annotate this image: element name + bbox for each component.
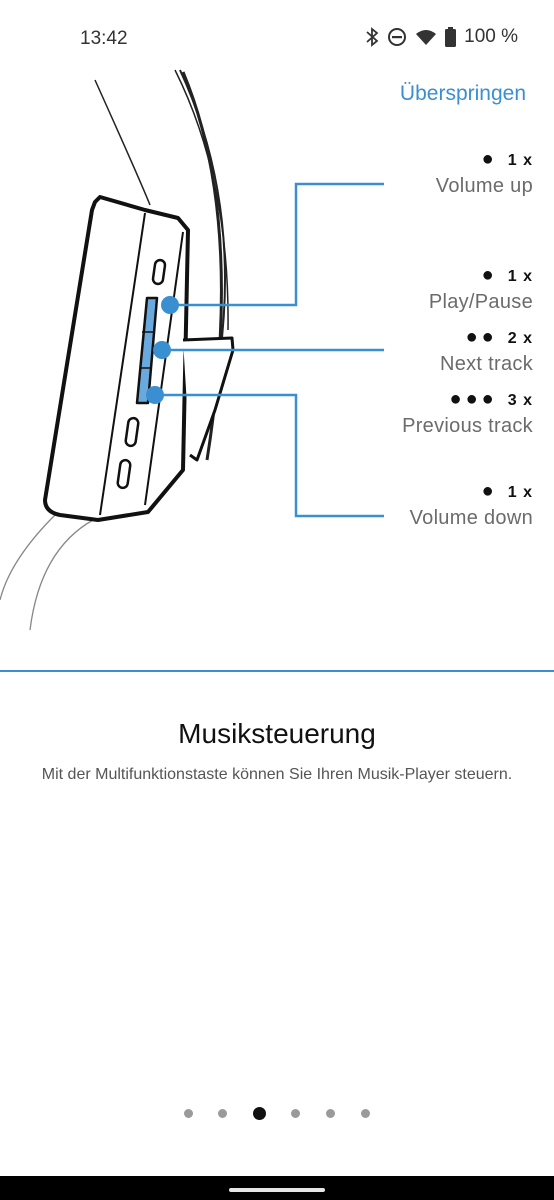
page-title: Musiksteuerung: [178, 718, 376, 749]
page-dot: [184, 1109, 193, 1118]
page-dot: [218, 1109, 227, 1118]
status-icons: 100 %: [365, 26, 518, 48]
battery-icon: [445, 27, 457, 47]
page-description: Mit der Multifunktionstaste können Sie I…: [41, 766, 513, 783]
status-bar: 13:42 100 %: [0, 0, 554, 80]
press-dots: ●: [481, 148, 498, 170]
press-dots: ●●: [465, 326, 498, 348]
control-volume-up: ● 1 x Volume up: [436, 148, 533, 198]
section-divider: [0, 670, 554, 672]
control-action-label: Previous track: [402, 415, 533, 437]
headphone-illustration: [0, 69, 384, 631]
page-indicator: [0, 1104, 554, 1124]
page-dot-active: [253, 1107, 266, 1120]
press-dots: ●: [481, 264, 498, 286]
page-dot: [291, 1109, 300, 1118]
press-count: 2 x: [507, 330, 533, 347]
control-action-label: Play/Pause: [428, 291, 533, 313]
wifi-icon: [415, 28, 437, 46]
control-action-label: Next track: [439, 353, 533, 375]
press-count: 1 x: [507, 268, 533, 285]
control-action-label: Volume down: [409, 507, 533, 529]
page-dot: [361, 1109, 370, 1118]
page-dot: [326, 1109, 335, 1118]
press-count: 3 x: [507, 392, 533, 409]
control-next-track: ●● 2 x Next track: [440, 326, 533, 376]
status-time: 13:42: [80, 28, 128, 49]
control-action-label: Volume up: [435, 175, 533, 197]
control-volume-down: ● 1 x Volume down: [410, 480, 533, 530]
press-count: 1 x: [507, 152, 533, 169]
skip-button[interactable]: Überspringen: [399, 82, 526, 105]
bluetooth-icon: [365, 27, 379, 47]
dnd-icon: [387, 27, 407, 47]
press-dots: ●●●: [449, 388, 498, 410]
press-count: 1 x: [507, 484, 533, 501]
home-gesture-handle[interactable]: [229, 1188, 325, 1192]
control-previous-track: ●●● 3 x Previous track: [402, 388, 533, 438]
control-play-pause: ● 1 x Play/Pause: [429, 264, 533, 314]
battery-percent: 100 %: [464, 26, 518, 47]
navigation-bar: [0, 1176, 554, 1200]
press-dots: ●: [481, 480, 498, 502]
